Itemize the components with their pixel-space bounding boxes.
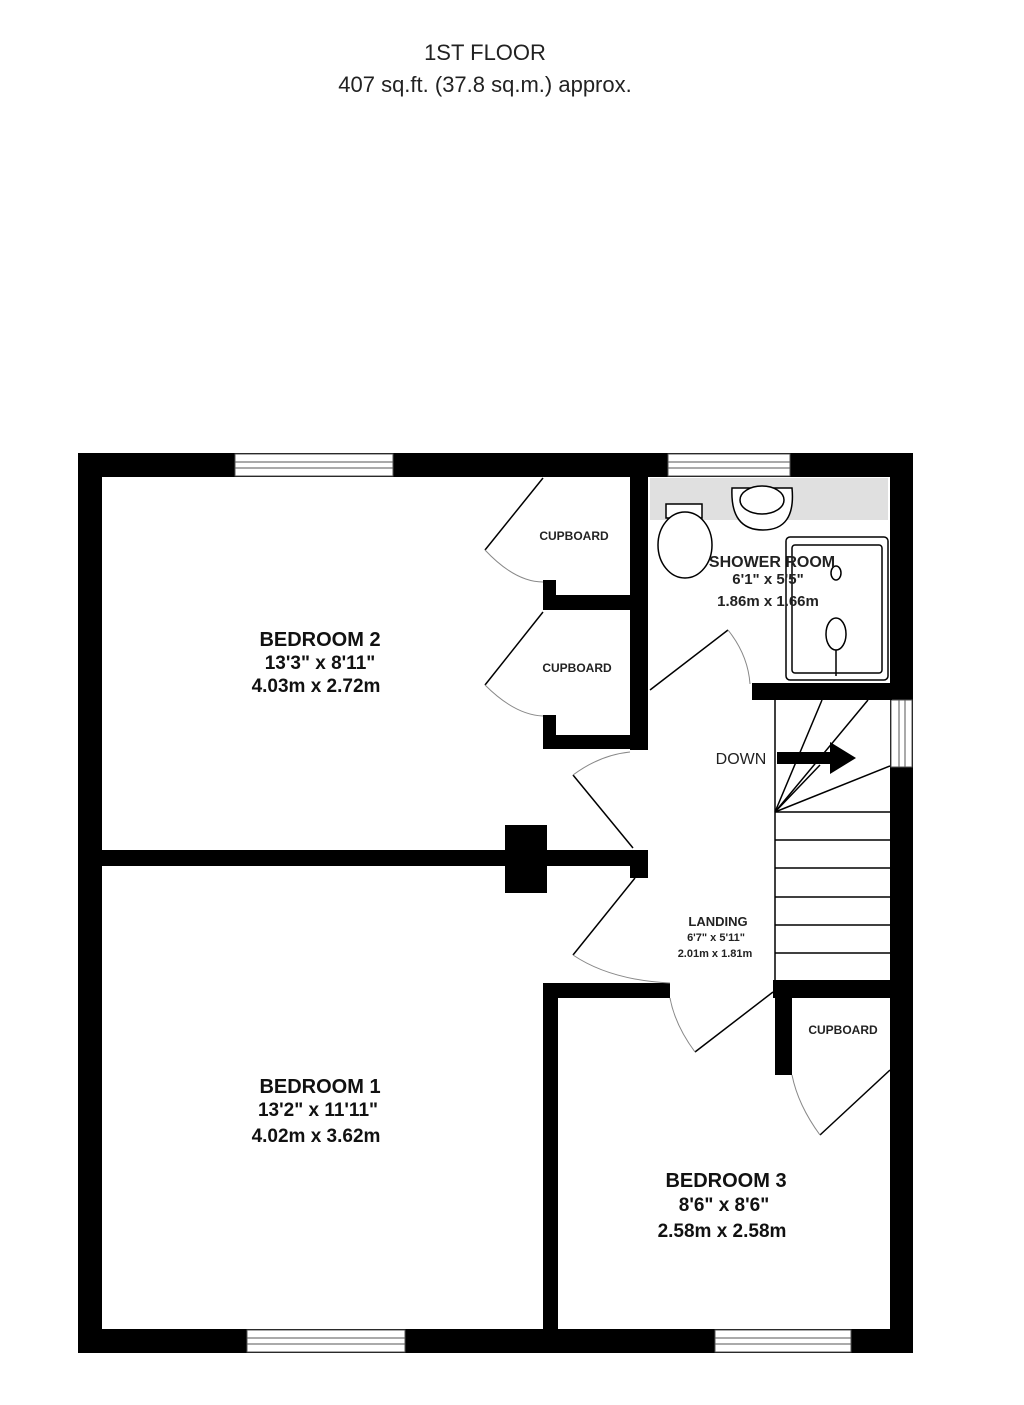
room-dim-imperial: 13'3" x 8'11" [265,653,376,674]
stairs-down-label: DOWN [716,751,767,768]
room-landing: LANDING 6'7" x 5'11" 2.01m x 1.81m [678,914,753,960]
room-dim-imperial: 6'7" x 5'11" [687,932,745,944]
room-bedroom1: BEDROOM 1 13'2" x 11'11" 4.02m x 3.62m [252,1076,381,1147]
room-name: BEDROOM 1 [259,1076,380,1098]
interior-walls [102,477,892,1333]
down-arrow-icon [777,742,856,774]
bathroom-fixtures [657,485,889,681]
cupboard-label: CUPBOARD [808,1023,878,1037]
room-dim-imperial: 8'6" x 8'6" [679,1195,769,1216]
room-name: SHOWER ROOM [709,554,835,571]
room-dim-metric: 2.01m x 1.81m [678,948,753,960]
room-shower: SHOWER ROOM 6'1" x 5'5" 1.86m x 1.66m [709,554,835,610]
room-dim-metric: 4.03m x 2.72m [252,676,381,697]
floor-area: 407 sq.ft. (37.8 sq.m.) approx. [338,72,632,97]
room-dim-imperial: 6'1" x 5'5" [732,571,803,588]
windows [234,453,913,1353]
floor-title: 1ST FLOOR [424,40,546,65]
staircase [774,699,891,980]
cupboard-label: CUPBOARD [539,529,609,543]
room-bedroom2: BEDROOM 2 13'3" x 8'11" 4.03m x 2.72m [252,629,381,697]
room-bedroom3: BEDROOM 3 8'6" x 8'6" 2.58m x 2.58m [658,1170,787,1242]
cupboard-label: CUPBOARD [542,661,612,675]
room-dim-metric: 2.58m x 2.58m [658,1221,787,1242]
room-name: BEDROOM 3 [665,1170,786,1192]
room-dim-imperial: 13'2" x 11'11" [258,1100,378,1121]
doors [484,477,891,1136]
room-dim-metric: 4.02m x 3.62m [252,1126,381,1147]
room-dim-metric: 1.86m x 1.66m [717,593,819,610]
room-name: BEDROOM 2 [259,629,380,651]
room-name: LANDING [688,914,747,929]
